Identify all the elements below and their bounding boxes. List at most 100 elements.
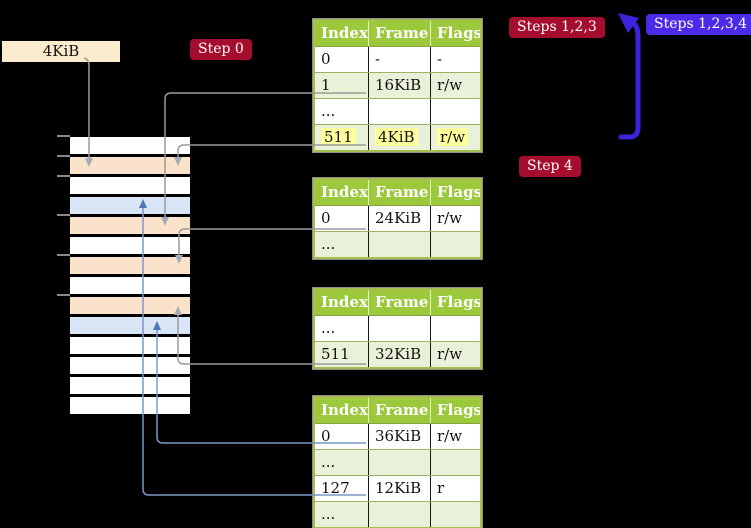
table-row: 1 16KiB r/w [315,73,480,99]
memory-frame-row-peach [70,157,190,174]
table-row: ... [315,232,480,257]
table-row: 127 12KiB r [315,476,480,502]
cell-frame [368,316,430,341]
cell-index: 0 [321,427,331,445]
physical-memory-stack [57,135,190,414]
col-header-index: Index [321,183,368,201]
cell-frame [368,502,430,527]
badge-step0: Step 0 [190,39,252,60]
memory-frame-row-white [70,357,190,374]
cell-index: 0 [321,209,331,227]
cell-flags: r/w [430,424,480,449]
cell-frame: 12KiB [368,476,430,501]
cell-index: ... [321,505,336,523]
cell-frame: - [368,47,430,72]
memory-frame-row-white [70,177,190,194]
page-table-third: Index Frame Flags ... 511 32KiB r/w [313,288,482,369]
address-tick [57,294,70,296]
cell-index: ... [321,319,336,337]
badge-step4: Step 4 [519,156,581,177]
cell-frame: 36KiB [368,424,430,449]
table-row: 0 - - [315,47,480,73]
table-row: ... [315,99,480,125]
table-header-row: Index Frame Flags [315,180,480,206]
col-header-index: Index [321,401,368,419]
memory-frame-row-peach [70,217,190,234]
col-header-frame: Frame [368,180,430,205]
cell-flags: r/w [430,125,480,150]
cell-flags [430,502,480,527]
badge-steps-1-2-3-4-label: Steps 1,2,3,4 [654,16,748,32]
memory-frame-row-white [70,237,190,254]
col-header-flags: Flags [430,21,480,46]
col-header-index: Index [321,293,368,311]
cell-index: 0 [321,50,331,68]
cell-flags [430,99,480,124]
frame-size-label: 4KiB [2,41,120,62]
col-header-flags: Flags [430,398,480,423]
highlight-mark: 4KiB [375,128,418,146]
cell-index: 127 [321,479,350,497]
cell-frame: 24KiB [368,206,430,231]
memory-frame-row-white [70,377,190,394]
page-table-second: Index Frame Flags 0 24KiB r/w ... [313,178,482,259]
cell-frame [368,99,430,124]
table-header-row: Index Frame Flags [315,398,480,424]
badge-step4-label: Step 4 [527,158,573,174]
cell-flags: r/w [430,73,480,98]
table-row: ... [315,450,480,476]
table-row: ... [315,502,480,527]
cell-index: ... [321,235,336,253]
memory-frame-row-white [70,337,190,354]
cell-flags [430,450,480,475]
frame-size-label-text: 4KiB [42,42,80,60]
col-header-frame: Frame [368,21,430,46]
badge-steps-1-2-3-label: Steps 1,2,3 [517,19,597,35]
page-table-top: Index Frame Flags 0 - - 1 16KiB r/w ... … [313,19,482,152]
table-header-row: Index Frame Flags [315,21,480,47]
col-header-flags: Flags [430,180,480,205]
table-header-row: Index Frame Flags [315,290,480,316]
steps-shortcut-arrowhead [618,13,639,33]
badge-steps-1-2-3: Steps 1,2,3 [509,17,605,38]
cell-frame [368,232,430,257]
cell-index: ... [321,453,336,471]
highlight-mark: 511 [321,128,356,146]
cell-index: 511 [321,345,350,363]
table-row: ... [315,316,480,342]
memory-frame-row-blue [70,317,190,334]
col-header-index: Index [321,24,368,42]
cell-frame [368,450,430,475]
cell-flags: r/w [430,342,480,367]
address-tick [57,135,70,137]
cell-index: 1 [321,76,331,94]
cell-flags [430,232,480,257]
table-row-highlighted: 511 4KiB r/w [315,125,480,150]
memory-frame-row-white [70,277,190,294]
badge-step0-label: Step 0 [198,41,244,57]
cell-flags: r [430,476,480,501]
cell-frame: 4KiB [368,125,430,150]
address-tick [57,175,70,177]
memory-frame-row-white [70,397,190,414]
memory-frame-row-peach [70,257,190,274]
cell-frame: 32KiB [368,342,430,367]
address-tick [57,254,70,256]
col-header-flags: Flags [430,290,480,315]
badge-steps-1-2-3-4: Steps 1,2,3,4 [646,14,751,35]
cell-flags: - [430,47,480,72]
table-row: 0 36KiB r/w [315,424,480,450]
cell-flags: r/w [430,206,480,231]
cell-flags [430,316,480,341]
col-header-frame: Frame [368,290,430,315]
memory-frame-row-white [70,137,190,154]
table-row: 511 32KiB r/w [315,342,480,367]
page-table-bottom: Index Frame Flags 0 36KiB r/w ... 127 12… [313,396,482,528]
col-header-frame: Frame [368,398,430,423]
address-tick [57,155,70,157]
highlight-mark: r/w [437,128,469,146]
cell-index: 511 [315,125,368,150]
cell-frame: 16KiB [368,73,430,98]
memory-frame-row-blue [70,197,190,214]
